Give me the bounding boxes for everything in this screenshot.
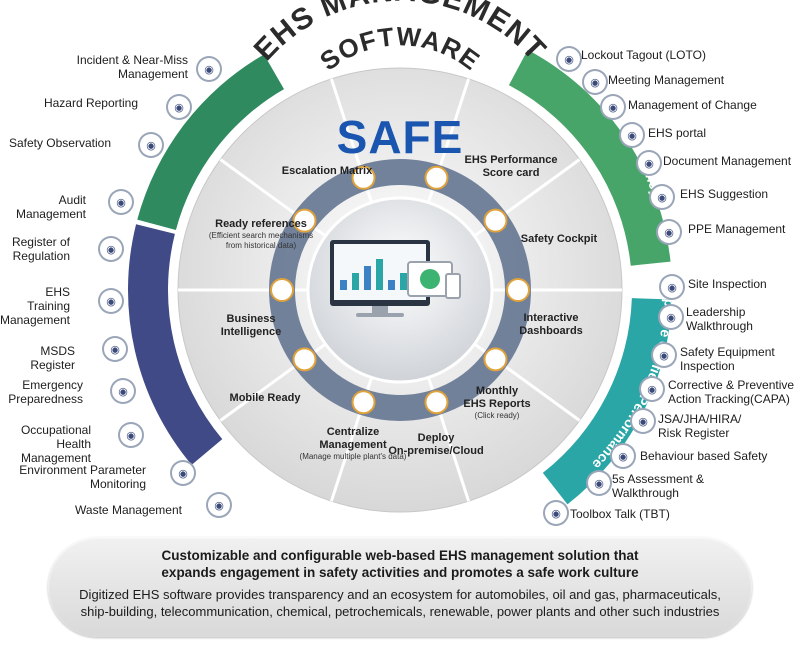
center-disc bbox=[177, 67, 623, 513]
performance-band bbox=[542, 298, 672, 505]
right-feature-label: Toolbox Talk (TBT) bbox=[570, 507, 670, 521]
segment-label: Ready references(Efficient search mechan… bbox=[196, 218, 326, 251]
segment-label: EHS Performance Score card bbox=[464, 154, 558, 179]
right-feature-label: EHS Suggestion bbox=[680, 187, 769, 201]
right-feature-label: Lockout Tagout (LOTO) bbox=[581, 48, 706, 62]
left-feature-label: Hazard Reporting bbox=[43, 96, 138, 110]
segment-sublabel: (Manage multiple plant's data) bbox=[299, 452, 407, 461]
banner-description: Digitized EHS software provides transpar… bbox=[79, 587, 721, 619]
segment-label: Monthly EHS Reports(Click ready) bbox=[432, 385, 562, 421]
right-feature-label: Corrective & Preventive Action Tracking(… bbox=[668, 378, 795, 406]
left-feature-label: Register of Regulation bbox=[11, 235, 70, 263]
segment-label: Centralize Management(Manage multiple pl… bbox=[288, 426, 418, 462]
assessment-icon: ◉ bbox=[588, 472, 610, 494]
left-feature-label: Emergency Preparedness bbox=[8, 378, 83, 406]
waste-icon: ◉ bbox=[208, 494, 230, 516]
left-feature-label: EHS Training Management bbox=[0, 285, 70, 327]
incident-icon: ◉ bbox=[198, 58, 220, 80]
safe-logo: SAFE bbox=[336, 111, 464, 163]
left-feature-label: Occupational Health Management bbox=[20, 423, 91, 465]
monitor-stand bbox=[372, 306, 388, 314]
segment-label: Interactive Dashboards bbox=[519, 312, 583, 337]
observation-icon: ◉ bbox=[140, 134, 162, 156]
left-feature-label: Waste Management bbox=[75, 503, 182, 517]
ppe-icon: ◉ bbox=[658, 221, 680, 243]
monitor-base bbox=[356, 313, 404, 317]
walkthrough-icon: ◉ bbox=[660, 306, 682, 328]
left-feature-label: Incident & Near-Miss Management bbox=[76, 53, 188, 81]
segment-icon bbox=[424, 390, 449, 415]
audit-icon: ◉ bbox=[110, 191, 132, 213]
right-feature-label: Safety Equipment Inspection bbox=[680, 345, 775, 373]
right-feature-label: Behaviour based Safety bbox=[640, 449, 768, 463]
segment-icon bbox=[483, 208, 508, 233]
right-feature-label: Document Management bbox=[663, 154, 792, 168]
segment-icon bbox=[351, 165, 376, 190]
right-feature-label: PPE Management bbox=[688, 222, 786, 236]
segment-icon bbox=[483, 347, 508, 372]
screen-bar bbox=[364, 266, 371, 290]
training-icon: ◉ bbox=[100, 290, 122, 312]
screen-bar bbox=[352, 273, 359, 290]
segment-label: Safety Cockpit bbox=[520, 233, 598, 245]
behaviour-icon: ◉ bbox=[612, 445, 634, 467]
screen-bar bbox=[388, 280, 395, 290]
inspection-icon: ◉ bbox=[661, 276, 683, 298]
screen-bar bbox=[376, 259, 383, 290]
left-feature-label: Environment Parameter Monitoring bbox=[19, 463, 146, 491]
segment-sublabel: (Efficient search mechanisms from histor… bbox=[208, 231, 314, 250]
equipment-icon: ◉ bbox=[653, 344, 675, 366]
segment-icon bbox=[292, 208, 317, 233]
right-feature-label: Leadership Walkthrough bbox=[686, 305, 753, 333]
segment-icon bbox=[292, 347, 317, 372]
right-feature-label: Meeting Management bbox=[608, 73, 725, 87]
reporting-band bbox=[137, 54, 284, 230]
segment-icon bbox=[506, 278, 530, 302]
suggestion-icon: ◉ bbox=[651, 186, 673, 208]
right-feature-label: JSA/JHA/HIRA/ Risk Register bbox=[658, 412, 742, 440]
right-feature-label: EHS portal bbox=[648, 126, 707, 140]
left-feature-label: Audit Management bbox=[15, 193, 86, 221]
segment-label: Escalation Matrix bbox=[281, 165, 373, 177]
msds-icon: ◉ bbox=[104, 338, 126, 360]
document-icon: ◉ bbox=[638, 152, 660, 174]
segment-sublabel: (Click ready) bbox=[474, 411, 520, 420]
portal-icon: ◉ bbox=[621, 124, 643, 146]
screen-bar bbox=[340, 280, 347, 290]
segment-icon bbox=[270, 278, 294, 302]
right-feature-label: Management of Change bbox=[628, 98, 757, 112]
segment-icon bbox=[351, 390, 376, 415]
right-feature-label: 5s Assessment & Walkthrough bbox=[612, 472, 705, 500]
efficiency-band bbox=[508, 49, 671, 266]
capa-icon: ◉ bbox=[641, 378, 663, 400]
segment-label: Business Intelligence bbox=[220, 313, 282, 338]
meeting-icon: ◉ bbox=[584, 71, 606, 93]
register-icon: ◉ bbox=[100, 238, 122, 260]
hazard-icon: ◉ bbox=[168, 96, 190, 118]
change-icon: ◉ bbox=[602, 96, 624, 118]
toolbox-icon: ◉ bbox=[545, 502, 567, 524]
segment-label: Mobile Ready bbox=[229, 392, 301, 404]
health-icon: ◉ bbox=[120, 424, 142, 446]
segment-icon bbox=[424, 165, 449, 190]
screen-bar bbox=[400, 273, 407, 290]
compliance-band bbox=[128, 224, 223, 465]
left-feature-label: Safety Observation bbox=[8, 136, 111, 150]
phone-icon bbox=[445, 273, 461, 299]
right-feature-label: Site Inspection bbox=[688, 277, 767, 291]
risk-icon: ◉ bbox=[632, 410, 654, 432]
lock-icon: ◉ bbox=[558, 48, 580, 70]
segment-label: Deploy On-premise/Cloud bbox=[388, 432, 484, 457]
category-bands bbox=[128, 49, 672, 505]
environment-icon: ◉ bbox=[172, 462, 194, 484]
emergency-icon: ◉ bbox=[112, 380, 134, 402]
banner-title: Customizable and configurable web-based … bbox=[161, 548, 639, 580]
summary-banner: Customizable and configurable web-based … bbox=[48, 537, 752, 637]
left-feature-label: MSDS Register bbox=[30, 344, 75, 372]
tablet-pie bbox=[420, 269, 440, 289]
